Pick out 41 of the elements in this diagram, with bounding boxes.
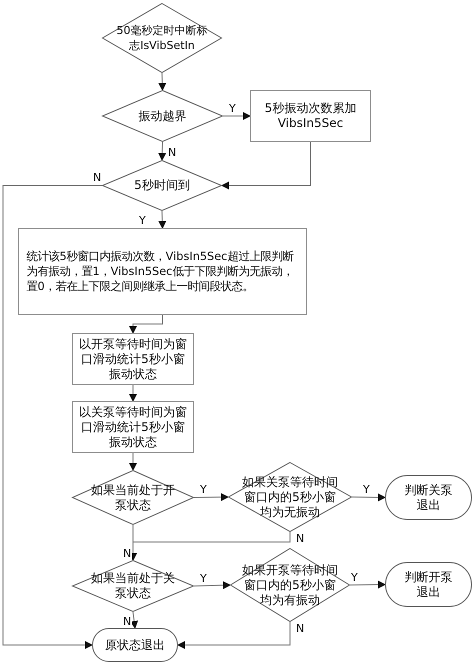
arrow — [222, 112, 251, 120]
edge-label: N — [122, 616, 132, 628]
terminal-box: 原状态退出 — [92, 628, 178, 662]
process-box: 5秒振动次数累加VibsIn5Sec — [250, 90, 371, 142]
arrow — [194, 493, 229, 502]
edge-label: Y — [199, 573, 208, 585]
arrow — [194, 581, 231, 590]
process-box: 以关泵等待时间为窗口滑动统计5秒小窗振动状态 — [72, 401, 194, 453]
edge-label: N — [295, 623, 306, 635]
arrow — [221, 142, 311, 190]
process-box: 以开泵等待时间为窗口滑动统计5秒小窗振动状态 — [72, 333, 194, 385]
edge-label: Y — [362, 484, 371, 496]
terminal-box: 判断开泵退出 — [385, 562, 472, 607]
arrow — [352, 493, 386, 502]
arrow — [158, 210, 166, 229]
edge-label: N — [92, 172, 102, 184]
arrow — [158, 142, 166, 161]
arrow — [129, 314, 163, 334]
decision-diamond: 5秒时间到 — [102, 160, 222, 211]
arrow — [129, 452, 137, 471]
arrow — [350, 580, 386, 589]
arrow — [177, 622, 290, 649]
arrow — [2, 185, 102, 649]
edge-label: N — [295, 533, 306, 545]
edge-label: Y — [199, 484, 208, 496]
decision-diamond: 振动越界 — [102, 90, 223, 142]
decision-diamond: 如果开泵等待时间窗口内的5秒小窗均为有振动 — [230, 548, 350, 622]
decision-diamond: 如果当前处于关泵状态 — [72, 560, 194, 612]
arrow — [129, 384, 137, 402]
decision-diamond: 如果当前处于开泵状态 — [72, 470, 194, 525]
terminal-box: 判断关泵退出 — [385, 475, 472, 520]
edge-label: Y — [228, 103, 237, 115]
arrow — [158, 72, 166, 91]
decision-diamond: 50毫秒定时中断标志IsVibSetIn — [102, 3, 222, 73]
edge-label: Y — [350, 572, 359, 584]
edge-label: N — [167, 147, 178, 159]
edge-label: Y — [138, 215, 147, 227]
arrow — [130, 612, 138, 629]
decision-diamond: 如果关泵等待时间窗口内的5秒小窗均为无振动 — [228, 462, 352, 532]
process-box: 统计该5秒窗口内振动次数，VibsIn5Sec超过上限判断为有振动，置1，VibsIn5Sec低于下限判断为无振动，置0，若在上下限之间则继承上一时间段状态。 — [18, 228, 307, 315]
edge-label: N — [122, 548, 132, 560]
